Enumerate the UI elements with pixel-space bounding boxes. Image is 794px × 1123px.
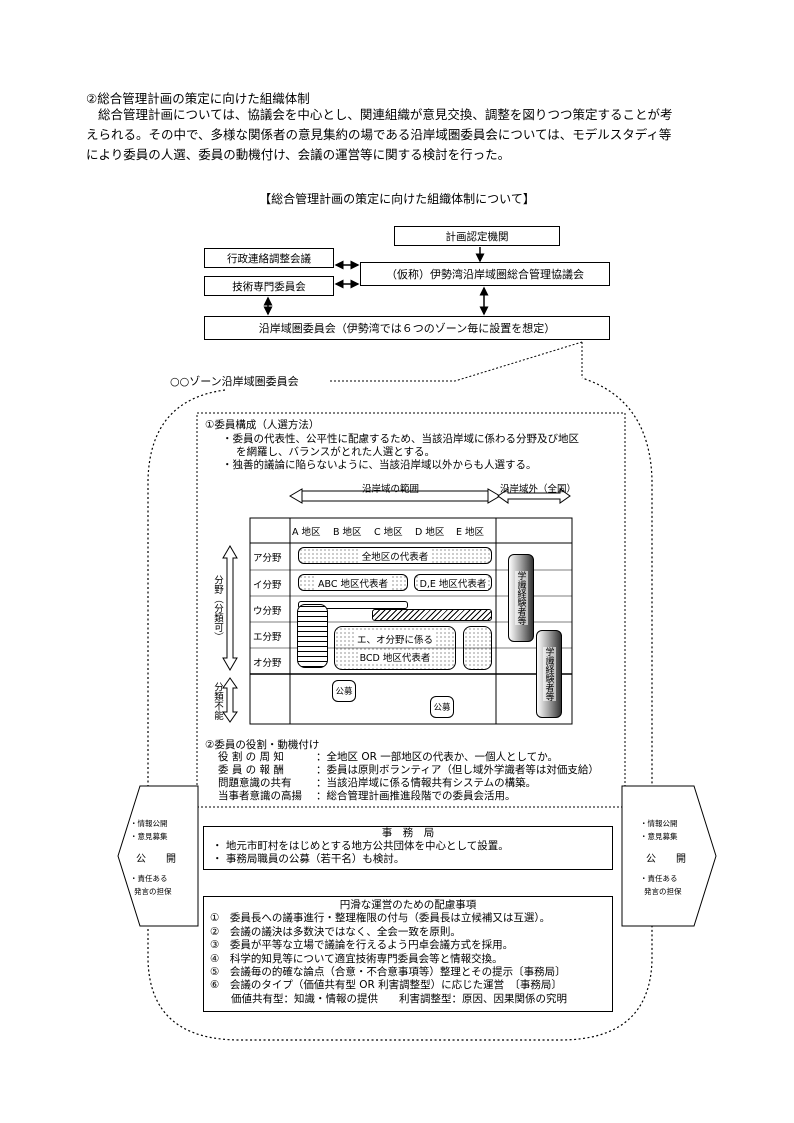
public-label: 公 開 <box>646 854 686 865</box>
diagram-title: 【総合管理計画の策定に向けた組織体制について】 <box>259 192 535 206</box>
certification-body-box: 計画認定機関 <box>394 226 560 246</box>
range-label: 沿岸域の範囲 <box>362 484 420 495</box>
smooth-line: ⑤ 会議毎の的確な論点（合意・不合意事項等）整理とその提示〔事務局〕 <box>210 966 566 979</box>
role-key: 当事者意識の高揚 <box>218 790 302 802</box>
coastal-committee-box: 沿岸域圏委員会（伊勢湾では６つのゾーン毎に設置を想定） <box>204 316 610 340</box>
members-line: ・独善的議論に陥らないように、当該沿岸域以外からも人選する。 <box>222 459 537 471</box>
right-public-panel: ・情報公開 ・意見募集 公 開 ・責任ある 発言の担保 <box>640 817 686 898</box>
de-reps-label: D,E 地区代表者 <box>417 575 489 590</box>
office-title: 事 務 局 <box>381 827 435 839</box>
smooth-line: ③ 委員が平等な立場で議論を行えるよう円卓会議方式を採用。 <box>210 939 514 952</box>
e-district-pill <box>463 626 492 670</box>
u-field-hatched-bar <box>372 609 492 621</box>
role-value: 全地区 OR 一部地区の代表か、一個人としてか。 <box>326 751 559 763</box>
all-district-reps-pill: 全地区の代表者 <box>298 547 492 564</box>
smooth-line: 価値共有型：知識・情報の提供 利害調整型：原因、因果関係の究明 <box>210 992 567 1005</box>
field-label: イ分野 <box>253 580 282 591</box>
roles-list: 役 割 の 周 知：全地区 OR 一部地区の代表か、一個人としてか。 委 員 の… <box>218 751 599 803</box>
role-value: 総合管理計画推進段階での委員会活用。 <box>326 790 516 802</box>
a-district-vertical-bar <box>297 604 328 668</box>
opinion-label: ・意見募集 <box>130 832 168 841</box>
left-public-panel: ・情報公開 ・意見募集 公 開 ・責任ある 発言の担保 <box>130 817 176 898</box>
responsibility-label: 発言の担保 <box>644 887 682 896</box>
district-header: A 地区 <box>292 527 321 538</box>
experts-label: 学識経験者等 <box>542 647 556 701</box>
district-header: E 地区 <box>456 527 485 538</box>
intro-line: えられる。その中で、多様な関係者の意見集約の場である沿岸域圏委員会については、モ… <box>86 127 672 142</box>
role-key: 問題意識の共有 <box>218 777 292 789</box>
responsibility-label: ・責任ある <box>640 874 678 883</box>
field-label: オ分野 <box>253 658 282 669</box>
members-heading: ①委員構成（人選方法） <box>205 419 320 431</box>
members-line: を網羅し、バランスがとれた人選とする。 <box>236 446 435 458</box>
eo-bcd-reps-pill: エ、オ分野に係る BCD 地区代表者 <box>334 626 456 670</box>
side-label-classifiable: 分野（分類可） <box>212 575 223 642</box>
abc-reps-label: ABC 地区代表者 <box>315 575 390 590</box>
smooth-line: ④ 科学的知見等について適宜技術専門委員会等と情報交換。 <box>210 952 503 965</box>
smooth-line: ② 会議の議決は多数決ではなく、全会一致を原則。 <box>210 925 461 938</box>
all-district-reps-label: 全地区の代表者 <box>359 548 431 563</box>
experts-label: 学識経験者等 <box>514 571 528 625</box>
section-title: ②総合管理計画の策定に向けた組織体制 <box>86 91 310 106</box>
public-recruit-2: 公募 <box>430 696 454 718</box>
smooth-line: ⑥ 会議のタイプ（価値共有型 OR 利害調整型）に応じた運営 〔事務局〕 <box>210 979 562 992</box>
public-label: 公 開 <box>136 854 176 865</box>
eo-reps-line: BCD 地区代表者 <box>357 650 433 664</box>
eo-reps-line: エ、オ分野に係る <box>354 632 435 646</box>
role-item: 問題意識の共有：当該沿岸域に係る情報共有システムの構築。 <box>218 777 537 789</box>
tech-committee-box: 技術専門委員会 <box>204 276 334 296</box>
de-reps-pill: D,E 地区代表者 <box>414 574 492 591</box>
public-recruit-1: 公募 <box>332 680 356 702</box>
office-box: 事 務 局 ・ 地元市町村をはじめとする地方公共団体を中心として設置。 ・ 事務… <box>203 826 613 870</box>
abc-reps-pill: ABC 地区代表者 <box>298 574 408 591</box>
admin-council-box: 行政連絡調整会議 <box>204 248 334 268</box>
field-label: エ分野 <box>253 632 282 643</box>
experts-pill-1: 学識経験者等 <box>508 554 534 642</box>
info-disclosure-label: ・情報公開 <box>640 819 678 828</box>
side-label-unclassifiable: 分類不能 <box>212 682 223 720</box>
office-line: ・ 事務局職員の公募（若干名）も検討。 <box>212 853 405 865</box>
roles-heading: ②委員の役割・動機付け <box>205 739 320 751</box>
responsibility-label: 発言の担保 <box>134 887 172 896</box>
members-line: ・委員の代表性、公平性に配慮するため、当該沿岸域に係わる分野及び地区 <box>222 433 579 445</box>
office-line: ・ 地元市町村をはじめとする地方公共団体を中心として設置。 <box>212 840 509 852</box>
role-item: 委 員 の 報 酬：委員は原則ボランティア（但し域外学識者等は対価支給） <box>218 764 599 776</box>
zone-title: ○○ゾーン沿岸域圏委員会 <box>170 375 299 388</box>
outside-label: 沿岸域外（全国） <box>500 484 577 495</box>
district-header: B 地区 <box>333 527 362 538</box>
district-header: D 地区 <box>415 527 445 538</box>
smooth-line: ① 委員長への議事進行・整理権限の付与（委員長は立候補又は互選）。 <box>210 912 551 925</box>
council-box: （仮称）伊勢湾沿岸域圏総合管理協議会 <box>360 262 610 286</box>
role-item: 役 割 の 周 知：全地区 OR 一部地区の代表か、一個人としてか。 <box>218 751 559 763</box>
field-label: ウ分野 <box>253 606 282 617</box>
info-disclosure-label: ・情報公開 <box>130 819 168 828</box>
role-key: 委 員 の 報 酬 <box>218 764 284 776</box>
role-value: 委員は原則ボランティア（但し域外学識者等は対価支給） <box>326 764 599 776</box>
intro-line: により委員の人選、委員の動機付け、会議の運営等に関する検討を行った。 <box>86 147 511 162</box>
field-label: ア分野 <box>253 553 282 564</box>
intro-line: 総合管理計画については、協議会を中心とし、関連組織が意見交換、調整を図りつつ策定… <box>98 107 673 122</box>
experts-pill-2: 学識経験者等 <box>536 630 562 718</box>
role-key: 役 割 の 周 知 <box>218 751 284 763</box>
opinion-label: ・意見募集 <box>640 832 678 841</box>
district-header: C 地区 <box>374 527 403 538</box>
smooth-title: 円滑な運営のための配慮事項 <box>339 899 477 911</box>
smooth-operation-box: 円滑な運営のための配慮事項 ① 委員長への議事進行・整理権限の付与（委員長は立候… <box>203 896 613 1012</box>
role-value: 当該沿岸域に係る情報共有システムの構築。 <box>326 777 537 789</box>
role-item: 当事者意識の高揚：総合管理計画推進段階での委員会活用。 <box>218 790 516 802</box>
u-field-bar <box>298 601 408 609</box>
intro-paragraph: 総合管理計画については、協議会を中心とし、関連組織が意見交換、調整を図りつつ策定… <box>86 105 673 165</box>
responsibility-label: ・責任ある <box>130 874 168 883</box>
